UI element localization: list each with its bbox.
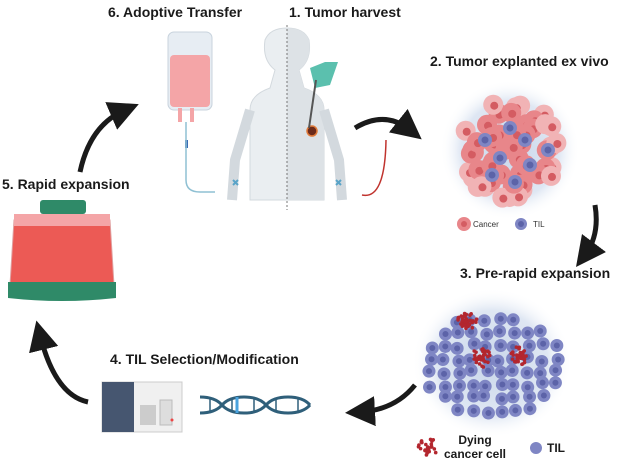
dying-cancer-cell	[456, 311, 479, 331]
patient-body-icon	[227, 25, 387, 210]
pre-rapid-culture	[412, 288, 572, 438]
prerapid-legend: Dying cancer cell TIL	[416, 433, 565, 461]
step5-label: 5. Rapid expansion	[2, 176, 130, 192]
til-cell-icon	[530, 442, 542, 454]
expansion-flask-icon	[8, 200, 116, 301]
step6-label: 6. Adoptive Transfer	[108, 4, 243, 20]
arrow-2-to-3-icon	[576, 204, 606, 268]
cell-sorter-icon	[101, 381, 183, 433]
dying-cancer-cell	[472, 347, 492, 369]
dying-cancer-cell-icon	[416, 437, 438, 457]
explant-legend: Cancer TIL	[457, 217, 545, 231]
arrow-3-to-4-icon	[345, 383, 417, 427]
arrow-5-to-6-icon	[77, 102, 139, 173]
arrow-4-to-5-icon	[29, 320, 89, 405]
legend-til: TIL	[533, 220, 545, 229]
dying-cancer-cell	[509, 345, 528, 367]
step1-label: 1. Tumor harvest	[289, 4, 401, 20]
step3-label: 3. Pre-rapid expansion	[460, 265, 610, 281]
legend-dying-2: cancer cell	[444, 447, 506, 461]
process-arrows	[29, 102, 606, 427]
arrow-1-to-2-icon	[353, 108, 422, 140]
tumor-explant	[440, 80, 580, 220]
legend-dying-1: Dying	[458, 433, 491, 447]
iv-bag-icon	[167, 31, 215, 193]
legend-til-2: TIL	[547, 441, 565, 455]
step4-label: 4. TIL Selection/Modification	[110, 351, 299, 367]
step2-label: 2. Tumor explanted ex vivo	[430, 53, 609, 69]
dna-icon	[199, 395, 312, 415]
legend-cancer: Cancer	[473, 220, 499, 229]
